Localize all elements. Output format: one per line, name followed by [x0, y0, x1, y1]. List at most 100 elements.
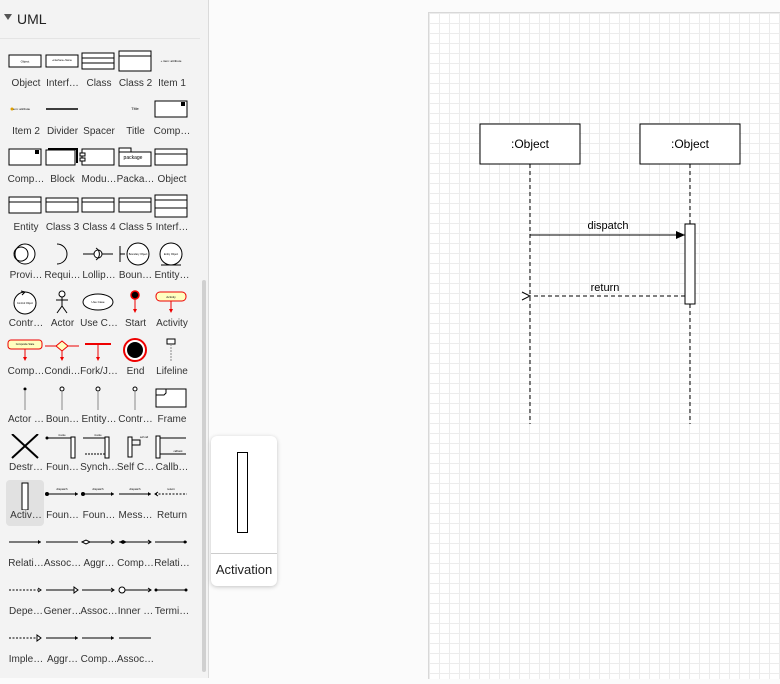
shape-component2-shape[interactable]: Comp… [6, 144, 44, 190]
svg-text:invoke: invoke [58, 434, 66, 437]
collapse-triangle-icon[interactable] [4, 14, 12, 20]
shape-composition2[interactable]: Comp… [79, 624, 117, 670]
shape-class3-shape[interactable]: Class 3 [43, 192, 81, 238]
sidebar-scrollbar[interactable] [202, 280, 206, 672]
shape-frame[interactable]: Frame [152, 384, 190, 430]
shape-association2[interactable]: Assoc… [79, 576, 118, 622]
uml-section-header[interactable]: UML [0, 0, 200, 39]
shape-divider-shape[interactable]: Divider [43, 96, 81, 142]
lifeline-left[interactable]: :Object [479, 123, 581, 424]
shape-lifeline[interactable]: Lifeline [152, 336, 190, 382]
shape-actor[interactable]: Actor [43, 288, 81, 334]
object2-shape-icon [154, 148, 188, 166]
svg-text:Composite State: Composite State [16, 343, 35, 346]
component-shape-icon [154, 100, 188, 118]
shape-destruction[interactable]: Destr… [6, 432, 44, 478]
svg-text:dispatch: dispatch [92, 487, 104, 491]
return-message[interactable]: return [530, 282, 685, 296]
dispatch-message[interactable]: dispatch [530, 220, 685, 239]
shape-label: Title [126, 126, 145, 137]
shape-terminator[interactable]: Termi… [152, 576, 190, 622]
shape-end-state[interactable]: End [116, 336, 154, 382]
shape-entity-shape[interactable]: Entity [6, 192, 44, 238]
shape-label: Comp… [80, 654, 118, 665]
frame-icon [155, 388, 187, 408]
shape-class2-shape[interactable]: Class 2 [116, 48, 154, 94]
shape-label: Packa… [116, 174, 155, 185]
shape-aggregation[interactable]: Aggr… [79, 528, 117, 574]
shape-label: Lollip… [82, 270, 116, 281]
shape-label: Entity… [81, 414, 117, 425]
shape-class4-shape[interactable]: Class 4 [79, 192, 117, 238]
shape-module-shape[interactable]: Modu… [79, 144, 117, 190]
activation-bar[interactable] [684, 223, 696, 305]
shape-object2-shape[interactable]: Object [152, 144, 190, 190]
shape-start-state[interactable]: Start [116, 288, 154, 334]
shape-association3[interactable]: Assoc… [116, 624, 154, 670]
shape-relation2[interactable]: Relati… [152, 528, 190, 574]
return-label: return [591, 282, 620, 294]
shape-fork-join[interactable]: Fork/J… [79, 336, 118, 382]
shape-implementation[interactable]: Imple… [6, 624, 44, 670]
shape-dependency[interactable]: Depe… [6, 576, 44, 622]
shape-lollipop[interactable]: Lollip… [79, 240, 117, 286]
shape-component-shape[interactable]: Comp… [152, 96, 190, 142]
shape-actor-lifeline[interactable]: Actor … [6, 384, 44, 430]
shape-entity-lifeline[interactable]: Entity… [79, 384, 117, 430]
shape-block-shape[interactable]: Block [43, 144, 81, 190]
shape-required-interface[interactable]: Requi… [43, 240, 81, 286]
block-shape-icon [45, 148, 78, 166]
association3-icon [118, 637, 151, 639]
implementation-icon [9, 634, 42, 642]
shape-label: Contr… [8, 318, 44, 329]
shape-label: Activ… [10, 510, 42, 521]
shape-inner-class[interactable]: Inner … [116, 576, 154, 622]
shape-association[interactable]: Assoc… [43, 528, 81, 574]
shape-class-shape[interactable]: Class [79, 48, 117, 94]
lifeline-right[interactable]: :Object [639, 123, 741, 424]
shape-activation[interactable]: Activ… [6, 480, 44, 526]
shape-label: Destr… [9, 462, 43, 473]
shape-interface2-shape[interactable]: Interf… [152, 192, 190, 238]
svg-text:item: attribute: item: attribute [12, 107, 31, 111]
shape-provided-interface[interactable]: Provi… [6, 240, 44, 286]
shape-boundary-lifeline[interactable]: Boun… [43, 384, 81, 430]
shape-label: Foun… [82, 510, 116, 521]
shape-label: Provi… [9, 270, 43, 281]
end-state-icon [122, 338, 147, 362]
shape-label: Spacer [83, 126, 115, 137]
shape-composition[interactable]: Comp… [116, 528, 154, 574]
shape-generalization[interactable]: Gener… [43, 576, 81, 622]
aggregation-icon [80, 539, 115, 545]
shape-condition[interactable]: Condi… [43, 336, 81, 382]
shape-control-lifeline[interactable]: Contr… [116, 384, 154, 430]
diagram-canvas[interactable]: :Object :Object dispatch return [428, 12, 780, 679]
shape-relation[interactable]: Relati… [6, 528, 44, 574]
shape-label: Object [157, 174, 187, 185]
shape-class5-shape[interactable]: Class 5 [116, 192, 154, 238]
shape-spacer-shape[interactable]: Spacer [79, 96, 117, 142]
shape-label: Imple… [8, 654, 44, 665]
svg-text:callback: callback [173, 450, 183, 453]
shape-aggregation2[interactable]: Aggr… [43, 624, 81, 670]
